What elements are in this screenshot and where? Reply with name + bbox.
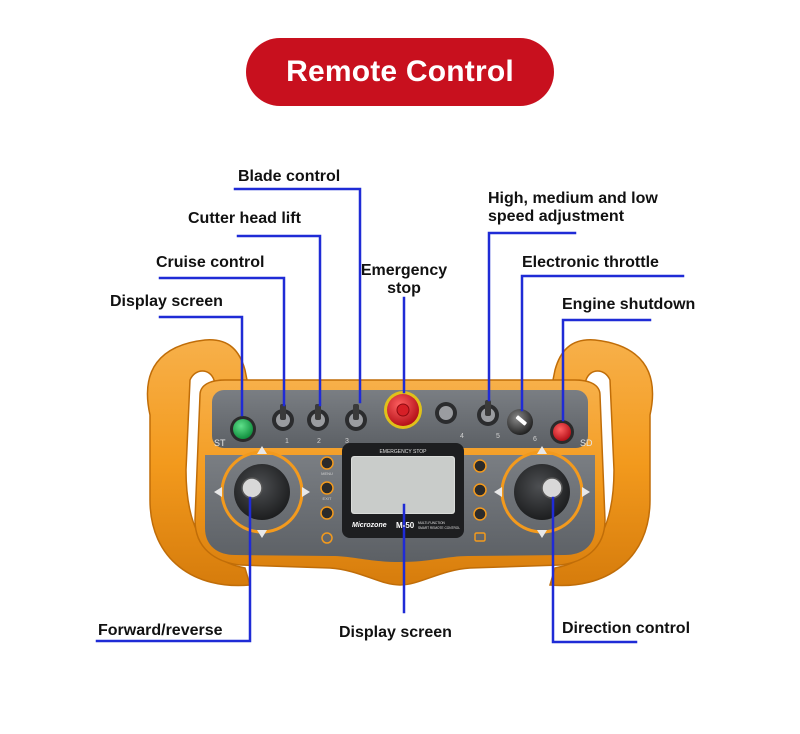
toggle-switch-1[interactable] — [272, 404, 294, 431]
label-speed-adjustment-line1: High, medium and low — [488, 190, 658, 207]
label-direction-control: Direction control — [562, 620, 691, 637]
page-title: Remote Control — [286, 55, 514, 88]
label-blade-control: Blade control — [238, 168, 341, 185]
left-side-buttons — [320, 456, 334, 544]
menu-button[interactable] — [320, 456, 334, 470]
switch-number-3: 3 — [345, 438, 349, 445]
label-emergency-stop: Emergency stop — [344, 262, 464, 298]
right-side-buttons — [473, 459, 487, 542]
switch-number-6: 6 — [533, 436, 537, 443]
switch-number-4: 4 — [460, 433, 464, 440]
label-display-screen-top: Display screen — [110, 293, 223, 310]
label-electronic-throttle: Electronic throttle — [522, 254, 659, 271]
label-emergency-stop-line1: Emergency — [360, 262, 448, 279]
model-sub2-label: SMART REMOTE CONTROL — [418, 526, 460, 530]
exit-button[interactable] — [320, 481, 334, 495]
right-down-button[interactable] — [473, 483, 487, 497]
leader-display-screen-top — [158, 315, 244, 417]
right-up-button[interactable] — [473, 459, 487, 473]
label-cruise-control: Cruise control — [156, 254, 265, 271]
sd-label: SD — [580, 438, 593, 448]
menu-label: MENU — [321, 471, 333, 476]
title-banner: Remote Control — [246, 38, 554, 106]
label-speed-adjustment: High, medium and low speed adjustment — [488, 190, 658, 226]
st-label: ST — [214, 438, 226, 448]
leader-lines — [95, 187, 685, 644]
right-joystick[interactable] — [500, 450, 584, 534]
leader-engine-shutdown — [561, 318, 652, 422]
model-label: M-50 — [396, 521, 415, 530]
label-display-screen-bottom: Display screen — [339, 624, 452, 641]
label-forward-reverse: Forward/reverse — [98, 622, 223, 639]
start-button-cap — [233, 419, 253, 439]
toggle-switch-4[interactable] — [435, 402, 457, 424]
left-joystick[interactable] — [220, 450, 304, 534]
emergency-strip-text: EMERGENCY STOP — [379, 449, 427, 455]
left-joystick-arrows — [214, 446, 310, 538]
emergency-stop-button[interactable] — [384, 391, 422, 429]
leader-cutter-head-lift — [236, 234, 322, 407]
lock-icon[interactable] — [474, 532, 486, 542]
right-joystick-arrows — [494, 446, 590, 538]
left-handle — [146, 339, 251, 587]
power-icon[interactable] — [321, 532, 333, 544]
leader-speed-adjust — [487, 231, 577, 402]
switch-number-5: 5 — [496, 433, 500, 440]
toggle-switch-3[interactable] — [345, 404, 367, 431]
exit-label: EXIT — [323, 496, 332, 501]
leader-electronic-throttle — [520, 274, 685, 412]
switch-number-2: 2 — [317, 438, 321, 445]
model-sub1-label: MULTI-FUNCTION — [418, 521, 446, 525]
leader-blade-control — [233, 187, 362, 404]
brand-label: Microzone — [352, 522, 387, 529]
lcd-display — [342, 443, 464, 538]
label-speed-adjustment-line2: speed adjustment — [488, 208, 625, 225]
toggle-switch-5[interactable] — [477, 400, 499, 426]
leader-direction-control — [551, 496, 638, 644]
right-handle — [549, 339, 654, 587]
label-engine-shutdown: Engine shutdown — [562, 296, 696, 313]
toggle-switch-2[interactable] — [307, 404, 329, 431]
throttle-knob[interactable] — [507, 409, 533, 435]
left-aux-button-3[interactable] — [320, 506, 334, 520]
label-cutter-head-lift: Cutter head lift — [188, 210, 301, 227]
leader-forward-reverse — [95, 496, 252, 643]
engine-shutdown-cap — [553, 423, 571, 441]
leader-cruise-control — [158, 276, 286, 407]
switch-number-1: 1 — [285, 438, 289, 445]
label-emergency-stop-line2: stop — [387, 280, 421, 297]
right-aux-button[interactable] — [473, 507, 487, 521]
